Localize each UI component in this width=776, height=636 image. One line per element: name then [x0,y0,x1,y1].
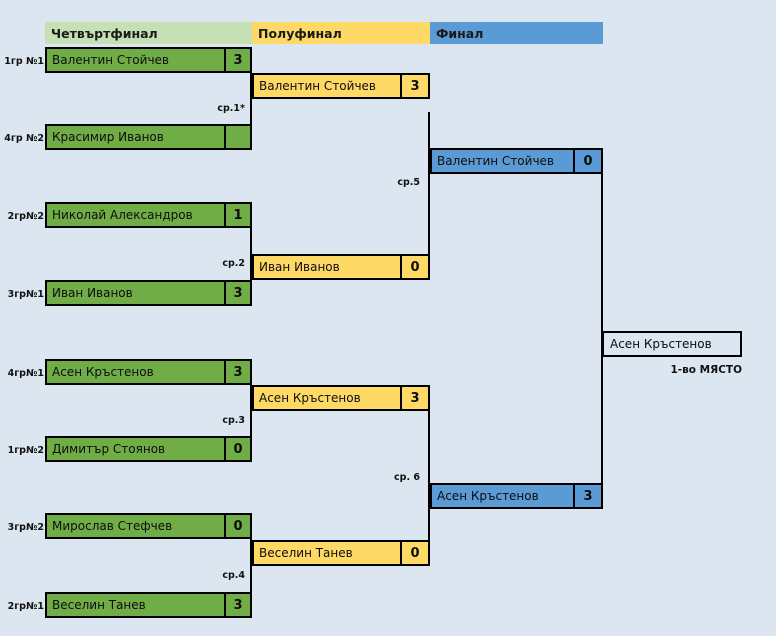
player-name: Иван Иванов [52,286,133,300]
connector-qf1 [250,73,252,149]
player-score: 3 [224,361,250,383]
round-header-semifinal-label: Полуфинал [258,25,342,41]
seed-label-qf-6: 1гр№2 [7,445,44,456]
match-number-1: ср.1* [217,103,245,114]
match-slot-qf-6[interactable]: Димитър Стоянов 0 [45,436,252,462]
match-number-3: ср.3 [222,415,245,426]
match-slot-qf-4[interactable]: Иван Иванов 3 [45,280,252,306]
round-header-quarterfinal: Четвъртфинал [45,22,252,44]
connector-qf2 [250,228,252,304]
seed-label-qf-8: 2гр№1 [7,601,44,612]
round-header-quarterfinal-label: Четвъртфинал [51,25,158,41]
match-slot-sf-3[interactable]: Асен Кръстенов 3 [252,385,430,411]
player-score [224,126,250,148]
match-slot-qf-8[interactable]: Веселин Танев 3 [45,592,252,618]
player-name: Иван Иванов [259,260,340,274]
match-number-5: ср.5 [397,177,420,188]
player-score: 0 [224,438,250,460]
player-name: Николай Александров [52,208,193,222]
match-number-6: ср. 6 [394,472,420,483]
player-name: Асен Кръстенов [259,391,361,405]
match-slot-final-1[interactable]: Валентин Стойчев 0 [430,148,603,174]
player-score: 3 [400,387,428,409]
match-slot-qf-3[interactable]: Николай Александров 1 [45,202,252,228]
player-score: 3 [400,75,428,97]
player-name: Веселин Танев [52,598,146,612]
player-score: 0 [573,150,601,172]
player-name: Мирослав Стефчев [52,519,173,533]
player-name: Асен Кръстенов [52,365,154,379]
player-score: 1 [224,204,250,226]
match-slot-qf-2[interactable]: Красимир Иванов [45,124,252,150]
player-score: 3 [224,49,250,71]
match-slot-sf-1[interactable]: Валентин Стойчев 3 [252,73,430,99]
player-name: Асен Кръстенов [437,489,539,503]
seed-label-qf-4: 3гр№1 [7,289,44,300]
connector-qf3 [250,385,252,461]
player-name: Димитър Стоянов [52,442,166,456]
seed-label-qf-5: 4гр№1 [7,368,44,379]
match-slot-final-2[interactable]: Асен Кръстенов 3 [430,483,603,509]
seed-label-qf-7: 3гр№2 [7,522,44,533]
match-slot-sf-4[interactable]: Веселин Танев 0 [252,540,430,566]
champion-place-label: 1-во МЯСТО [670,364,742,376]
connector-sf-bottom [428,409,430,556]
connector-sf-top [428,112,430,261]
player-score: 3 [224,282,250,304]
player-score: 0 [400,256,428,278]
player-score: 3 [573,485,601,507]
match-slot-qf-1[interactable]: Валентин Стойчев 3 [45,47,252,73]
seed-label-qf-2: 4гр №2 [4,133,44,144]
seed-label-qf-1: 1гр №1 [4,56,44,67]
match-number-2: ср.2 [222,258,245,269]
match-number-4: ср.4 [222,570,245,581]
player-name: Валентин Стойчев [52,53,169,67]
player-name: Валентин Стойчев [437,154,554,168]
champion-name: Асен Кръстенов [610,337,712,351]
match-slot-qf-7[interactable]: Мирослав Стефчев 0 [45,513,252,539]
player-score: 3 [224,594,250,616]
champion-box: Асен Кръстенов [602,331,742,357]
seed-label-qf-3: 2гр№2 [7,211,44,222]
player-name: Веселин Танев [259,546,353,560]
round-header-final: Финал [430,22,603,44]
round-header-final-label: Финал [436,25,484,41]
round-header-semifinal: Полуфинал [252,22,430,44]
player-name: Красимир Иванов [52,130,164,144]
match-slot-qf-5[interactable]: Асен Кръстенов 3 [45,359,252,385]
player-score: 0 [400,542,428,564]
player-score: 0 [224,515,250,537]
connector-qf4 [250,539,252,616]
player-name: Валентин Стойчев [259,79,376,93]
match-slot-sf-2[interactable]: Иван Иванов 0 [252,254,430,280]
